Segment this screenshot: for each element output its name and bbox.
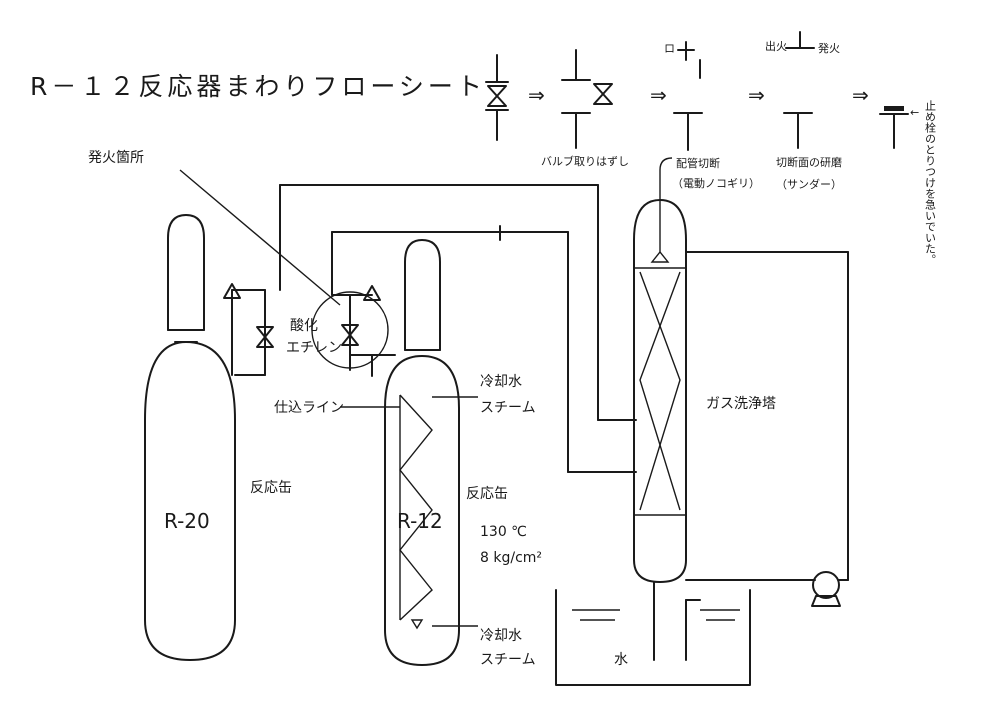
- water-tank: [555, 581, 751, 686]
- arrow-3: ⇒: [748, 83, 765, 107]
- step1-label: バルブ取りはずし: [541, 154, 629, 168]
- charge-line-label: 仕込ライン: [274, 400, 344, 416]
- r12-note: 反応缶: [466, 486, 508, 502]
- r12-temperature: 130 ℃: [480, 524, 527, 540]
- tank-label: 水: [614, 652, 628, 668]
- scrubber-label: ガス洗浄塔: [706, 396, 776, 412]
- step3-top-label2: 発火: [818, 41, 840, 55]
- procedure-sequence: ⇒ バルブ取りはずし ⇒ ロ 配管切断 （電動ノコギリ） ⇒ 出火: [485, 31, 937, 265]
- step-top-mark: ロ: [664, 42, 675, 55]
- procedure-step-valve: [485, 54, 509, 141]
- procedure-step-pipe-cut: ロ: [664, 41, 703, 151]
- step4-note: 止め栓のとりつけを急いでいた。: [924, 100, 937, 265]
- step3-sub: （サンダー）: [776, 177, 842, 191]
- ethylene-oxide-label-2: エチレン: [286, 340, 342, 356]
- arrow-4: ⇒: [852, 83, 869, 107]
- r12-tag: R-12: [397, 509, 443, 533]
- pump: [811, 571, 841, 607]
- r12-pressure: 8 kg/cm²: [480, 550, 542, 566]
- arrow-1: ⇒: [528, 83, 545, 107]
- procedure-step-plug: ←: [879, 106, 919, 149]
- ethylene-oxide-label-1: 酸化: [290, 318, 318, 334]
- cooling-top-1: 冷却水: [480, 374, 522, 390]
- vent-piping: [279, 184, 637, 473]
- gas-scrubber: [633, 157, 849, 583]
- step2-label: 配管切断: [676, 156, 720, 170]
- reactor-r20: R-20: [144, 214, 236, 661]
- ethylene-oxide-valve: [311, 231, 501, 377]
- plug-arrow: ←: [910, 106, 919, 119]
- step3-top-label: 出火: [765, 39, 787, 53]
- r20-tag: R-20: [164, 509, 210, 533]
- cooling-bottom-2: スチーム: [480, 652, 536, 668]
- cooling-bottom-1: 冷却水: [480, 628, 522, 644]
- diagram-title: R－１２反応器まわりフローシート: [30, 72, 486, 101]
- procedure-step-valve-removed: [561, 49, 613, 149]
- arrow-2: ⇒: [650, 83, 667, 107]
- step3-label: 切断面の研磨: [776, 155, 842, 169]
- r20-valve-line: [223, 283, 274, 376]
- procedure-step-grinding: 出火 発火: [765, 31, 840, 149]
- leak-point-label: 発火箇所: [88, 149, 144, 166]
- cooling-top-2: スチーム: [480, 400, 536, 416]
- reactor-r12: R-12: [384, 239, 460, 666]
- step2-sub: （電動ノコギリ）: [672, 176, 760, 190]
- r20-note: 反応缶: [250, 480, 292, 496]
